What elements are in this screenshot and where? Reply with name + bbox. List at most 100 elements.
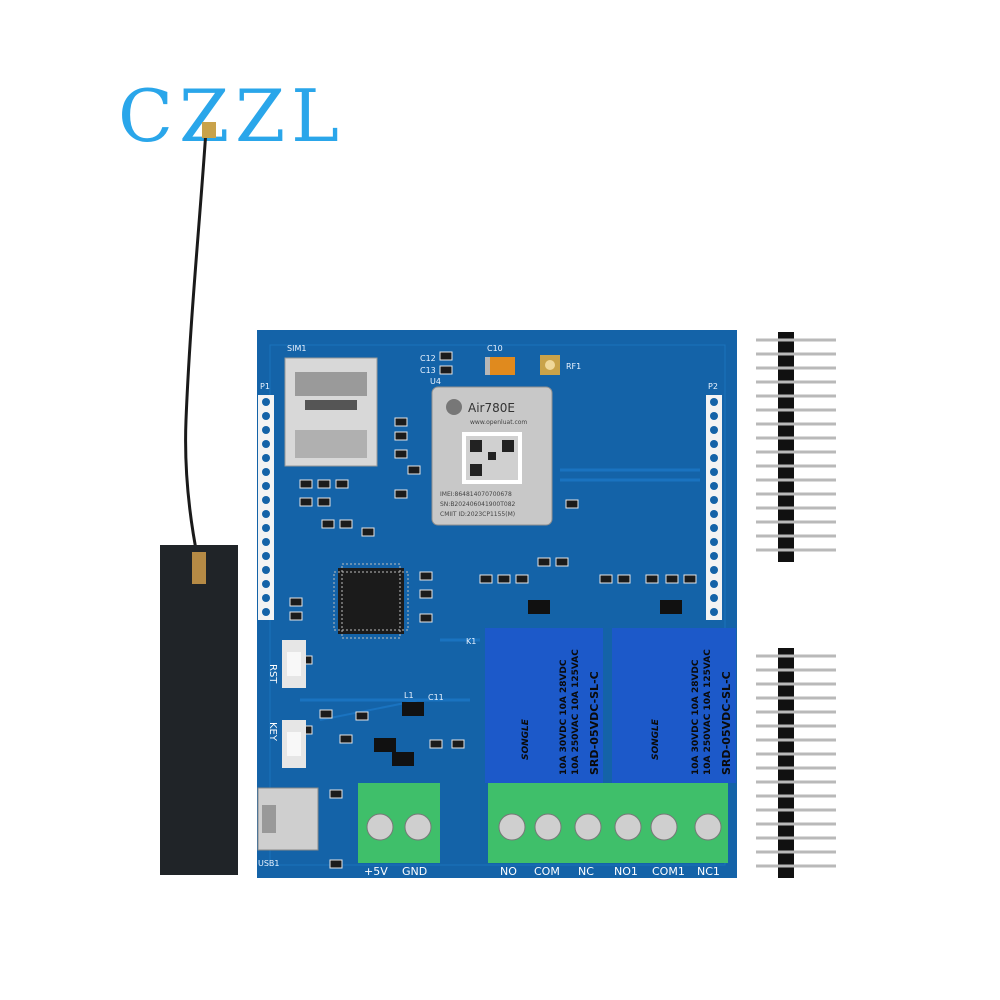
smd-part [537,557,551,567]
module-line-3: SN:B202406041900T082 [440,501,516,508]
smd-part [335,479,349,489]
header-holes [262,398,718,616]
silk-p1: P1 [260,382,270,391]
relay-1-rating-ac: 10A 250VAC 10A 125VAC [571,649,581,775]
terminal-screw [498,813,526,841]
header-pin [756,780,836,784]
header-pin [756,794,836,798]
smd-part [394,489,408,499]
header-hole [710,398,718,406]
header-pin [756,766,836,770]
smd-part [515,574,529,584]
relay-2-model: SRD-05VDC-SL-C [720,671,733,775]
smd-part [439,365,453,375]
header-hole [710,440,718,448]
module-name: Air780E [468,401,515,415]
terminal-screws [498,813,722,841]
silk-rst: RST [267,664,278,684]
header-pin [756,822,836,826]
relay-terminal [488,783,728,863]
terminal-screw [614,813,642,841]
smd-part [617,574,631,584]
smd-part [339,734,353,744]
silk-sim: SIM1 [287,344,306,353]
smd-part [599,574,613,584]
smd-part [407,465,421,475]
smd-part [394,449,408,459]
header-hole [710,538,718,546]
relay-1-model: SRD-05VDC-SL-C [588,671,601,775]
smd-part [355,711,369,721]
header-hole [710,608,718,616]
smd-part [361,527,375,537]
smd-part [317,497,331,507]
terminal-com1: COM1 [652,865,685,878]
header-pin [756,850,836,854]
ic-chip [392,752,414,766]
smd-part [565,499,579,509]
terminal-plus5v: +5V [364,865,388,878]
board-header-right [706,395,722,620]
terminal-no1: NO1 [614,865,638,878]
header-hole [262,412,270,420]
cellular-module: Air780E www.openluat.com IMEI:8648140707… [431,386,553,526]
header-pin [756,464,836,468]
smd-part [299,497,313,507]
usb-c-port [257,787,319,851]
header-hole [262,398,270,406]
module-line-1: www.openluat.com [470,419,527,426]
silk-p2: P2 [708,382,718,391]
silk-c13: C13 [420,366,436,375]
relay-2-rating-ac: 10A 250VAC 10A 125VAC [703,649,713,775]
smd-part [329,859,343,869]
ic-chip [374,738,396,752]
header-pin [756,408,836,412]
header-pin [756,534,836,538]
pin-header-top [756,332,836,562]
header-pin [756,352,836,356]
header-hole [710,524,718,532]
header-pin [756,436,836,440]
smd-part [321,519,335,529]
header-hole [262,566,270,574]
header-pin [756,394,836,398]
relay-2-brand: SONGLE [651,718,661,760]
terminal-gnd: GND [402,865,427,878]
header-pin [756,682,836,686]
header-hole [262,580,270,588]
header-pin [756,752,836,756]
header-hole [710,468,718,476]
mcu-chip [333,563,409,639]
smd-part [419,571,433,581]
terminal-screw [650,813,678,841]
header-pin [756,478,836,482]
header-hole [262,440,270,448]
smd-part [394,417,408,427]
header-pin [756,654,836,658]
smd-part [319,709,333,719]
relay-2-rating-dc: 10A 30VDC 10A 28VDC [691,659,701,775]
key-button [282,720,306,768]
rst-button [282,640,306,688]
header-hole [710,566,718,574]
header-hole [710,412,718,420]
module-line-4: CMIIT ID:2023CP1155(M) [440,511,515,518]
silk-rf1: RF1 [566,362,581,371]
header-pin [756,864,836,868]
silk-c11: C11 [428,693,444,702]
smd-part [419,613,433,623]
smd-part [683,574,697,584]
terminal-no: NO [500,865,517,878]
header-pin [756,738,836,742]
header-hole [710,510,718,518]
header-pin [756,380,836,384]
header-pin [756,724,836,728]
header-pin [756,492,836,496]
smd-part [419,589,433,599]
header-pin [756,836,836,840]
terminal-nc1: NC1 [697,865,720,878]
silk-c12: C12 [420,354,436,363]
smd-part [339,519,353,529]
header-hole [262,608,270,616]
smd-part [555,557,569,567]
